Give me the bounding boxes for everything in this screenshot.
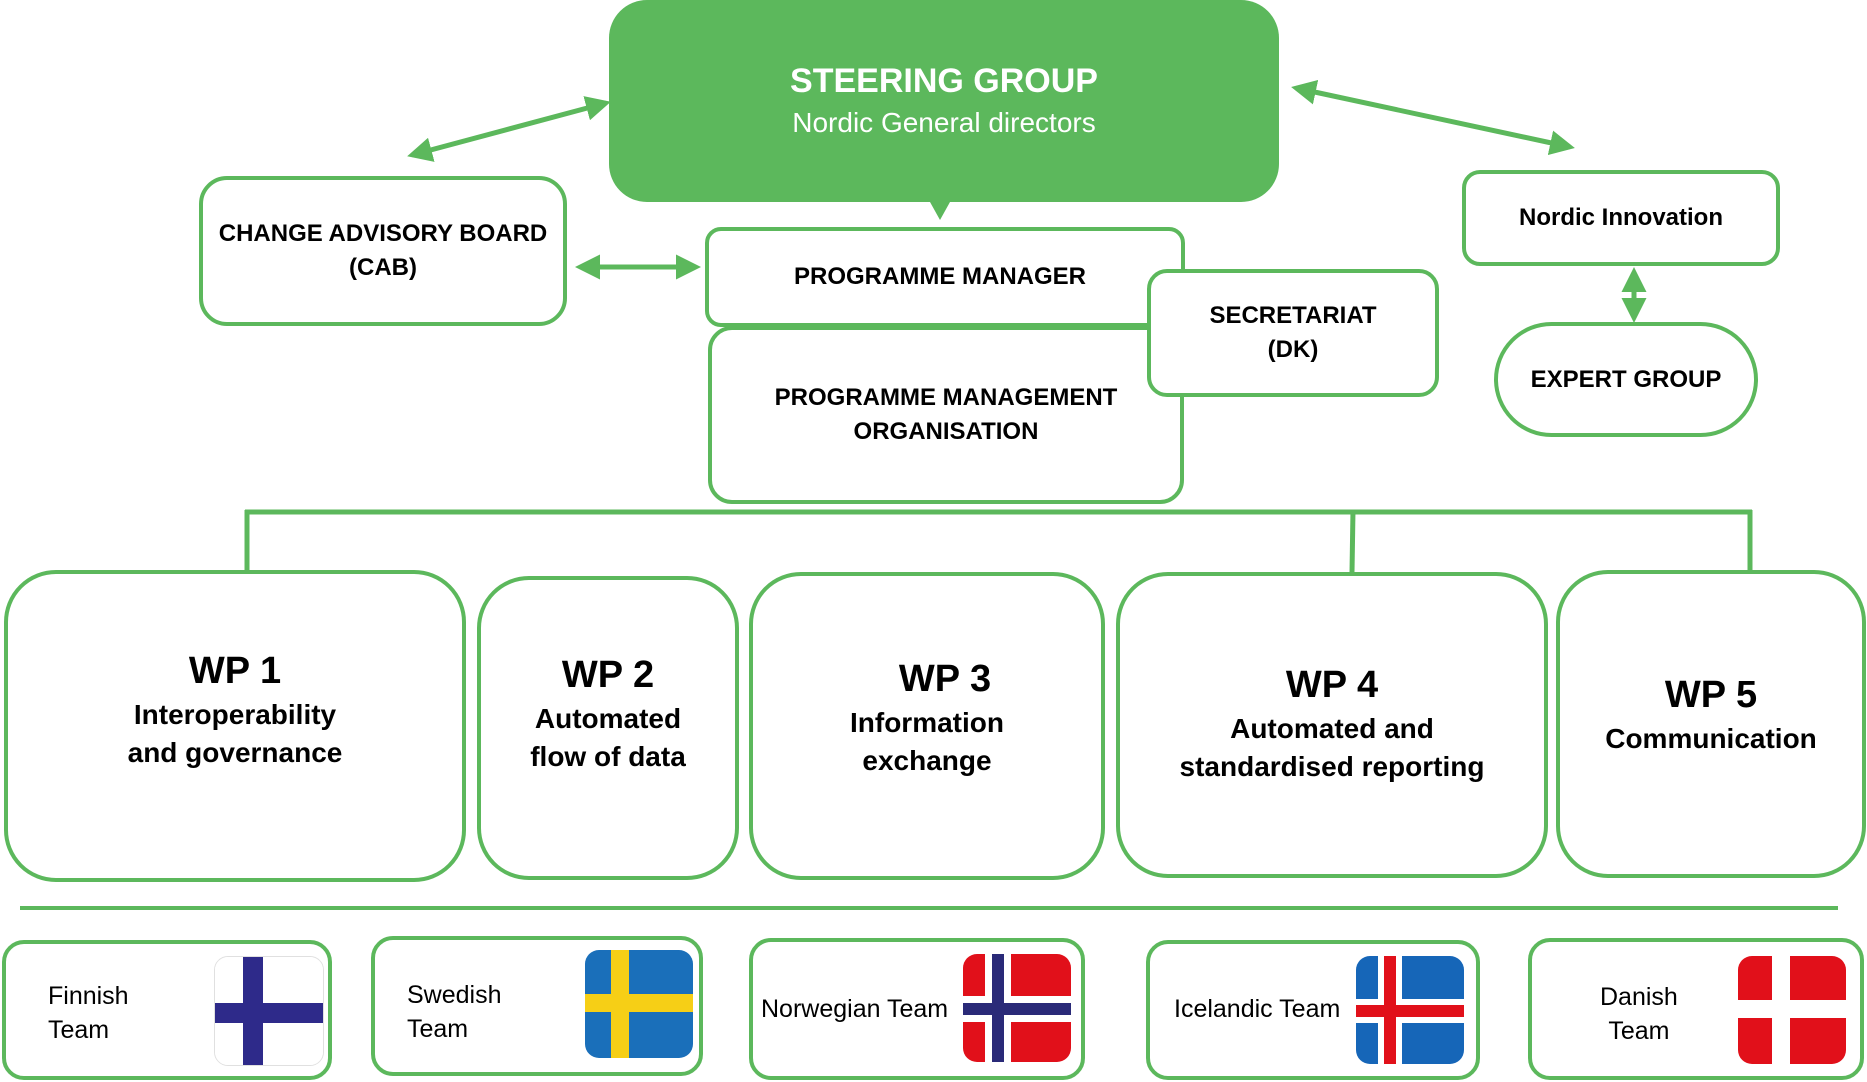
secretariat-box[interactable]: SECRETARIAT (DK) xyxy=(1147,269,1439,397)
programme-manager-label: PROGRAMME MANAGER xyxy=(794,263,1086,290)
wp1-line1: Interoperability xyxy=(133,699,337,730)
sweden-flag-icon xyxy=(585,950,693,1058)
team-finnish-line1: Finnish xyxy=(48,982,129,1010)
finland-flag-icon xyxy=(214,956,324,1066)
wp5-box[interactable]: WP 5 Communication xyxy=(1556,570,1866,878)
wp5-line1: Communication xyxy=(1605,723,1817,754)
wp-bus-mid-drop xyxy=(1349,509,1356,573)
team-finnish-line2: Team xyxy=(48,1016,110,1044)
nordic-innovation-box[interactable]: Nordic Innovation xyxy=(1462,170,1780,266)
expert-group-box[interactable]: EXPERT GROUP xyxy=(1494,322,1758,437)
wp1-line2: and governance xyxy=(127,737,343,768)
wp4-box[interactable]: WP 4 Automated and standardised reportin… xyxy=(1116,572,1548,878)
iceland-flag-icon xyxy=(1356,956,1464,1064)
team-finnish-label: Finnish Team xyxy=(48,979,129,1047)
pmo-line1: PROGRAMME MANAGEMENT xyxy=(774,384,1118,411)
team-danish-box[interactable]: Danish Team xyxy=(1528,938,1864,1080)
steering-group-subtitle: Nordic General directors xyxy=(792,107,1096,138)
wp2-box[interactable]: WP 2 Automated flow of data xyxy=(477,576,739,880)
wp3-box[interactable]: WP 3 Information exchange xyxy=(749,572,1105,880)
wp1-title: WP 1 xyxy=(188,650,282,692)
wp3-line2: exchange xyxy=(862,745,992,776)
team-icelandic-line1: Icelandic Team xyxy=(1174,995,1341,1023)
programme-manager-box[interactable]: PROGRAMME MANAGER xyxy=(705,227,1185,327)
change-advisory-board-box[interactable]: CHANGE ADVISORY BOARD (CAB) xyxy=(199,176,567,326)
programme-management-organisation-box[interactable]: PROGRAMME MANAGEMENT ORGANISATION xyxy=(708,326,1184,504)
team-norwegian-label: Norwegian Team xyxy=(761,992,948,1026)
cab-line1: CHANGE ADVISORY BOARD xyxy=(218,220,548,247)
wp4-line1: Automated and xyxy=(1230,713,1434,744)
wp2-line1: Automated xyxy=(534,703,682,734)
steering-group-box[interactable]: STEERING GROUP Nordic General directors xyxy=(609,0,1279,202)
team-norwegian-line1: Norwegian Team xyxy=(761,995,949,1023)
cab-line2: (CAB) xyxy=(349,254,417,281)
arrow-steering-nordic xyxy=(1291,79,1575,156)
team-swedish-label: Swedish Team xyxy=(407,978,502,1046)
secretariat-line1: SECRETARIAT xyxy=(1209,302,1377,329)
team-danish-line2: Team xyxy=(1608,1017,1670,1045)
wp1-box[interactable]: WP 1 Interoperability and governance xyxy=(4,570,466,882)
team-danish-line1: Danish xyxy=(1600,983,1678,1011)
wp2-title: WP 2 xyxy=(561,654,655,696)
steering-down-arrow xyxy=(930,202,950,220)
wp4-title: WP 4 xyxy=(1285,664,1379,706)
arrow-steering-cab xyxy=(407,96,611,162)
wp2-line2: flow of data xyxy=(530,741,686,772)
pmo-line2: ORGANISATION xyxy=(853,418,1039,445)
team-danish-label: Danish Team xyxy=(1600,980,1678,1048)
wp4-line2: standardised reporting xyxy=(1179,751,1485,782)
team-swedish-box[interactable]: Swedish Team xyxy=(371,936,703,1076)
team-swedish-line2: Team xyxy=(407,1015,469,1043)
wp3-line1: Information xyxy=(850,707,1004,738)
norway-flag-icon xyxy=(963,954,1071,1062)
wp3-title: WP 3 xyxy=(898,658,992,700)
team-swedish-line1: Swedish xyxy=(407,981,502,1009)
denmark-flag-icon xyxy=(1738,956,1846,1064)
wp5-title: WP 5 xyxy=(1664,674,1758,716)
team-icelandic-label: Icelandic Team xyxy=(1174,992,1340,1026)
steering-group-title: STEERING GROUP xyxy=(790,62,1098,100)
expert-group-label: EXPERT GROUP xyxy=(1530,365,1722,393)
secretariat-line2: (DK) xyxy=(1267,336,1319,363)
team-norwegian-box[interactable]: Norwegian Team xyxy=(749,938,1085,1080)
team-finnish-box[interactable]: Finnish Team xyxy=(2,940,332,1080)
team-icelandic-box[interactable]: Icelandic Team xyxy=(1146,940,1480,1080)
nordic-innovation-label: Nordic Innovation xyxy=(1519,204,1723,231)
